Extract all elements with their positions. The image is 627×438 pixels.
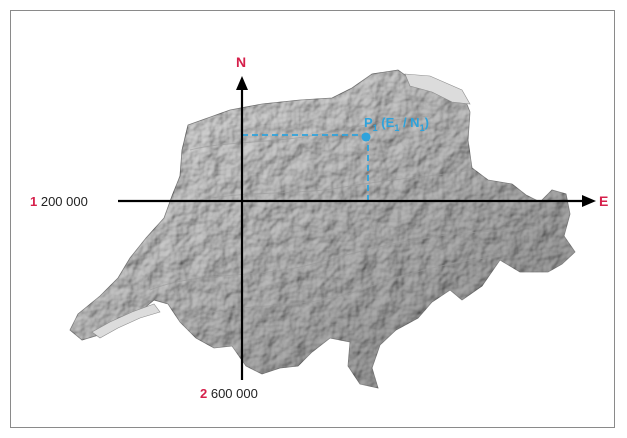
point-label-sub-2: 1	[394, 123, 399, 133]
east-offset-label: 2 600 000	[200, 386, 258, 401]
point-label-sub-3: 1	[420, 123, 425, 133]
point-p1-marker	[361, 132, 371, 142]
north-label: N	[236, 54, 246, 70]
point-label-rest-3: )	[425, 115, 429, 130]
east-offset-prefix: 2	[200, 386, 207, 401]
relief-ridges	[149, 115, 521, 321]
point-label-main: P	[364, 115, 373, 130]
east-offset-value: 600 000	[207, 386, 258, 401]
north-offset-value: 200 000	[37, 194, 88, 209]
projection-lines	[242, 134, 369, 201]
point-p1-label: P1 (E1 / N1)	[364, 115, 429, 133]
north-arrowhead-icon	[236, 76, 248, 90]
east-label: E	[599, 193, 608, 209]
point-label-rest-2: / N	[399, 115, 419, 130]
lake-constance	[404, 73, 471, 105]
east-arrowhead-icon	[582, 195, 596, 207]
switzerland-map	[69, 69, 576, 389]
point-label-sub-1: 1	[373, 123, 378, 133]
north-offset-prefix: 1	[30, 194, 37, 209]
north-offset-label: 1 200 000	[30, 194, 88, 209]
lake-geneva	[91, 303, 161, 339]
point-label-rest-1: (E	[378, 115, 395, 130]
